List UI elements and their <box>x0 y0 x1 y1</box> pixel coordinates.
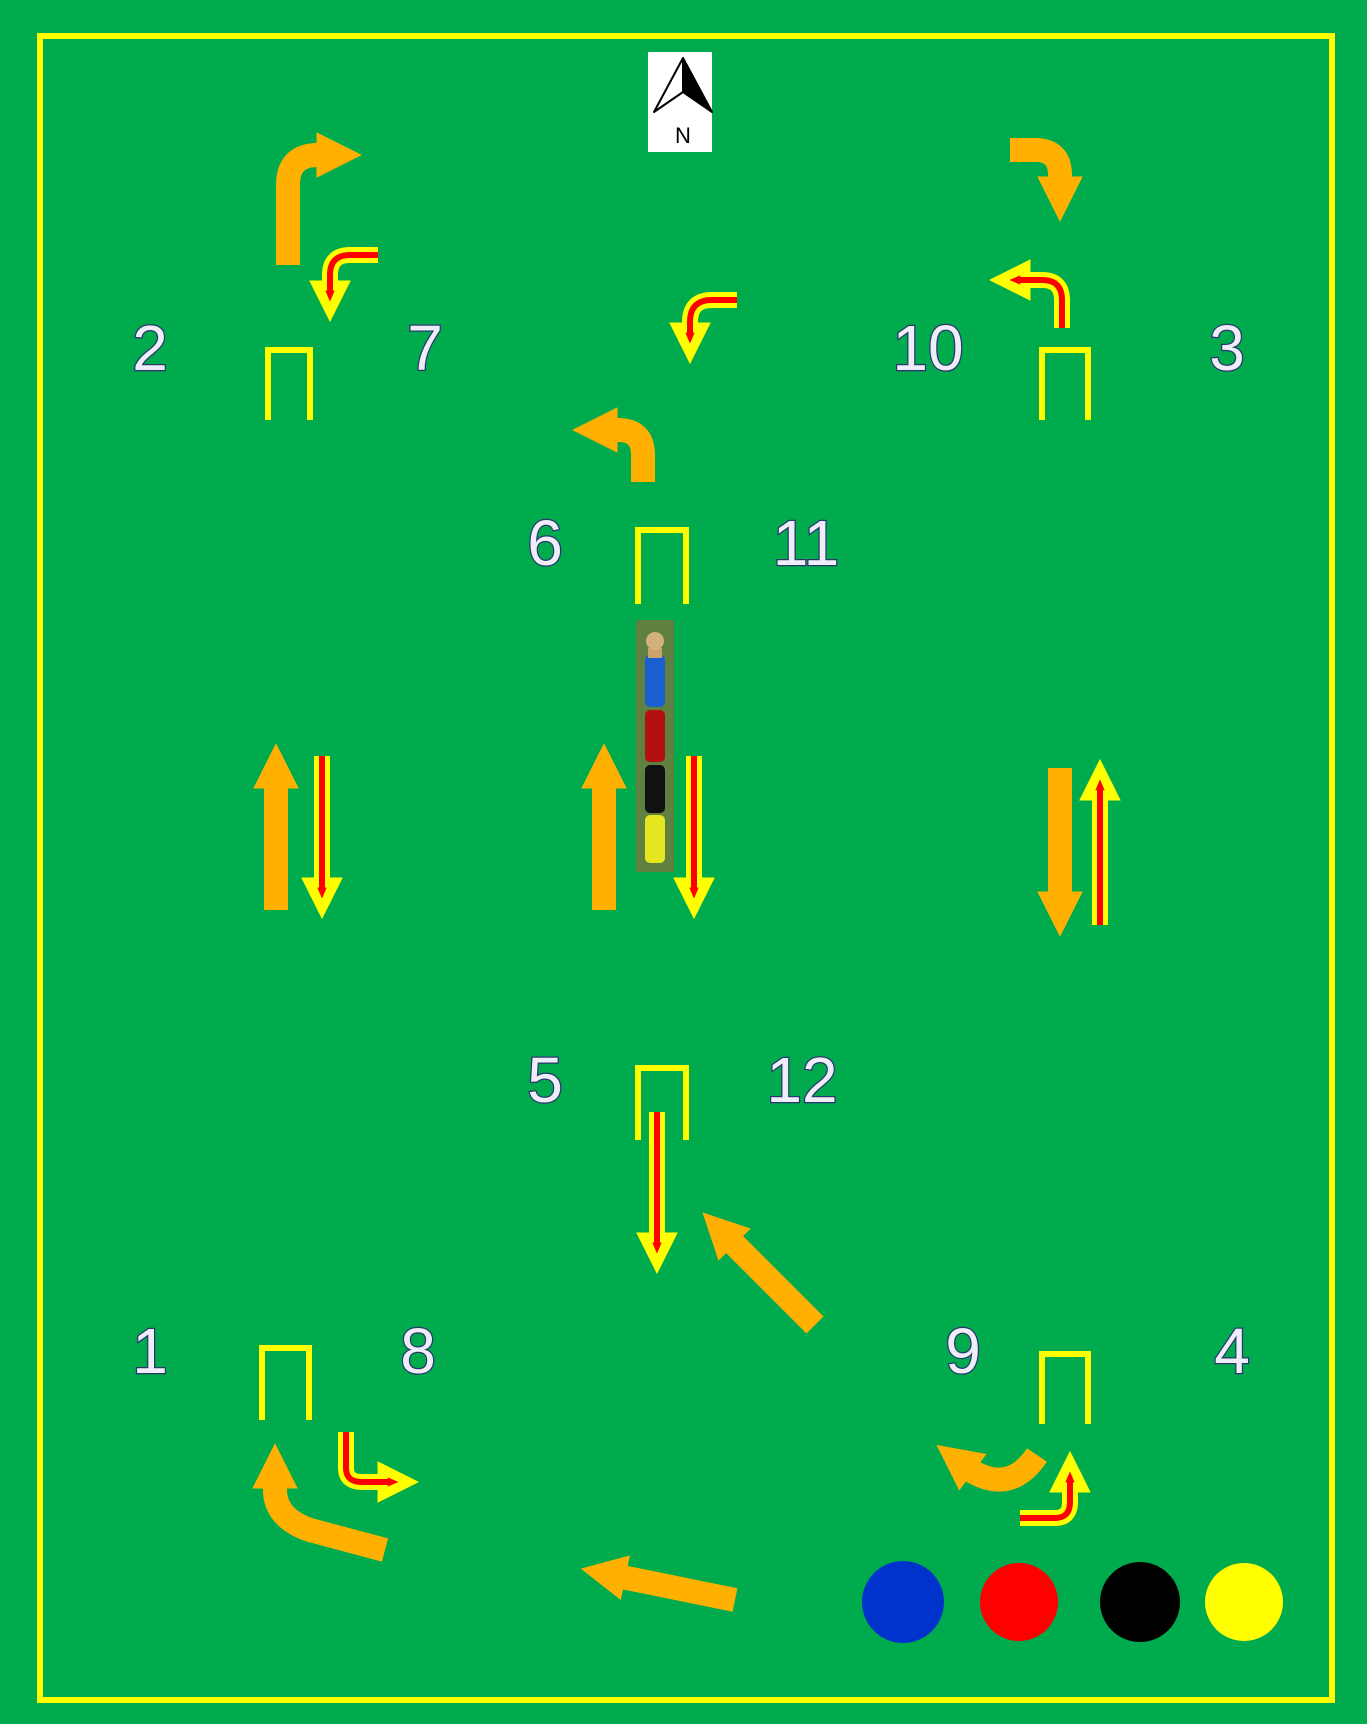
hoop-number-5: 5 <box>527 1044 563 1116</box>
hoop-number-6: 6 <box>527 507 563 579</box>
yellow-ball <box>1205 1563 1283 1641</box>
hoop-number-8: 8 <box>400 1315 436 1387</box>
hoop-number-4: 4 <box>1214 1315 1250 1387</box>
red-ball <box>980 1563 1058 1641</box>
hoop-number-9: 9 <box>945 1315 981 1387</box>
hoop-number-1: 1 <box>132 1315 168 1387</box>
center-peg-icon <box>636 620 674 872</box>
hoop-number-12: 12 <box>766 1044 837 1116</box>
hoop-number-7: 7 <box>407 312 443 384</box>
hoop-number-11: 11 <box>773 507 839 579</box>
hoop-number-10: 10 <box>892 312 963 384</box>
hoop-number-3: 3 <box>1209 312 1245 384</box>
black-ball <box>1100 1562 1180 1642</box>
north-arrow-icon: N <box>648 52 712 152</box>
hoop-number-2: 2 <box>132 312 168 384</box>
blue-ball <box>862 1561 944 1643</box>
north-label: N <box>675 123 691 148</box>
